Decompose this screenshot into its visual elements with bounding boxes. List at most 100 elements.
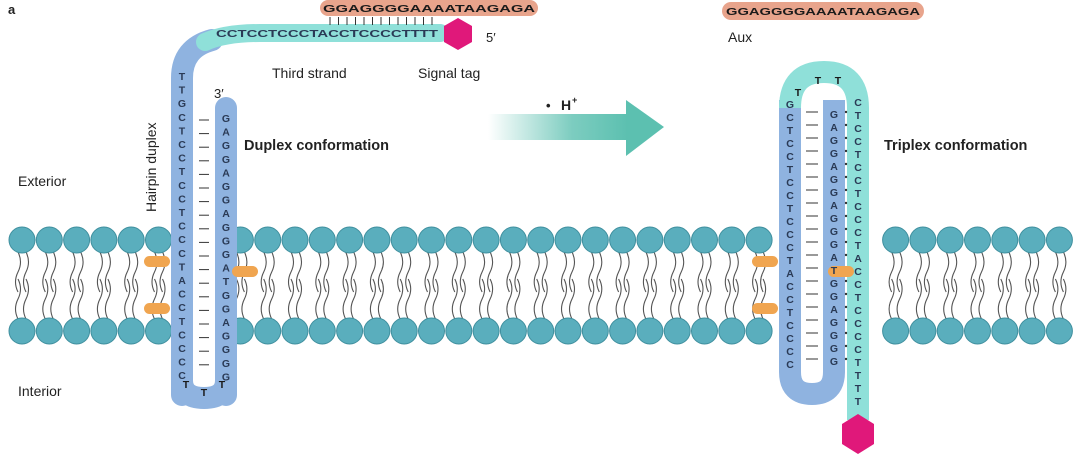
triplex-anchor-right bbox=[828, 266, 854, 277]
lipid-head bbox=[991, 317, 1019, 345]
lipid-tail bbox=[514, 251, 521, 293]
triplex-anchor-left-lower bbox=[752, 303, 778, 314]
lipid-head bbox=[991, 226, 1019, 254]
base-letter: G bbox=[830, 239, 838, 251]
base-letter: C bbox=[854, 318, 862, 330]
lipid-head bbox=[418, 317, 445, 345]
lipid-tail bbox=[997, 251, 1004, 293]
base-letter: G bbox=[830, 291, 838, 303]
duplex-basepair-dashes bbox=[199, 119, 209, 366]
lipid-tail bbox=[923, 278, 930, 320]
lipid-head bbox=[1018, 317, 1046, 345]
base-letter: T bbox=[223, 276, 230, 288]
base-letter: T bbox=[855, 292, 862, 304]
loop-base: T bbox=[201, 387, 208, 399]
lipid-tail bbox=[268, 278, 275, 320]
lipid-head bbox=[336, 317, 364, 345]
lipid-tail bbox=[405, 251, 412, 293]
lipid-tail bbox=[124, 278, 131, 320]
lipid-tail bbox=[1052, 251, 1059, 293]
base-letter: T bbox=[179, 166, 186, 178]
lipid-head bbox=[308, 226, 336, 254]
hoogsteen-dot bbox=[844, 123, 848, 127]
lipid-head bbox=[499, 226, 527, 254]
base-letter: T bbox=[787, 307, 794, 319]
lipid-tail bbox=[970, 251, 977, 293]
base-letter: C bbox=[786, 190, 794, 202]
hairpin-strand-left bbox=[171, 29, 223, 406]
lipid-tail bbox=[615, 251, 622, 293]
anchor-right bbox=[232, 266, 258, 277]
base-letter: A bbox=[830, 304, 838, 316]
base-letter: T bbox=[855, 240, 862, 252]
lipid-tail bbox=[42, 278, 49, 320]
lipid-tail bbox=[22, 251, 30, 293]
lipid-tail bbox=[560, 251, 568, 293]
hoogsteen-dot bbox=[844, 344, 848, 348]
lipid-head bbox=[581, 226, 609, 254]
hoogsteen-dot bbox=[844, 318, 848, 322]
lipid-tail bbox=[1025, 278, 1032, 320]
lipid-tail bbox=[596, 251, 603, 293]
aux-band-top bbox=[320, 0, 538, 16]
three-prime-label: 3′ bbox=[214, 86, 224, 101]
lipid-tail bbox=[1025, 251, 1032, 293]
base-letter: G bbox=[222, 181, 230, 193]
lipid-tail bbox=[888, 278, 895, 320]
lipid-tail bbox=[596, 278, 603, 320]
lipid-head bbox=[35, 226, 63, 254]
hoogsteen-dot bbox=[844, 279, 848, 283]
lipid-tail bbox=[678, 278, 685, 320]
lipid-tail bbox=[642, 278, 649, 320]
lipid-tail bbox=[1052, 278, 1059, 320]
base-letter: C bbox=[178, 302, 186, 314]
base-letter: C bbox=[786, 281, 794, 293]
base-letter: A bbox=[830, 252, 838, 264]
lipid-head bbox=[609, 226, 637, 254]
base-letter: C bbox=[854, 331, 862, 343]
lipid-tail bbox=[287, 251, 295, 293]
base-letter: G bbox=[222, 235, 230, 247]
lipid-head bbox=[581, 317, 609, 345]
lipid-tail bbox=[350, 251, 357, 293]
lipid-tail bbox=[315, 278, 322, 320]
lipid-head bbox=[718, 226, 746, 254]
lipid-tail bbox=[642, 251, 649, 293]
lipid-tail bbox=[568, 278, 576, 320]
base-letter: G bbox=[830, 213, 838, 225]
lipid-tail bbox=[124, 251, 131, 293]
lipid-tail bbox=[541, 278, 548, 320]
lipid-tail bbox=[943, 278, 950, 320]
lipid-tail bbox=[96, 278, 103, 320]
base-letter: C bbox=[854, 123, 862, 135]
lipid-tail bbox=[69, 278, 76, 320]
lipid-tail bbox=[650, 278, 657, 320]
hoogsteen-dot bbox=[844, 188, 848, 192]
base-letter: A bbox=[830, 122, 838, 134]
hoogsteen-dot bbox=[844, 331, 848, 335]
lipid-head bbox=[745, 317, 773, 345]
base-letter: G bbox=[222, 331, 230, 343]
lipid-tail bbox=[50, 278, 57, 320]
lipid-head bbox=[609, 317, 637, 345]
base-letter: C bbox=[786, 112, 794, 124]
lipid-head bbox=[1045, 317, 1073, 345]
duplex-loop-sequence: TTT bbox=[183, 379, 226, 399]
base-letter: T bbox=[855, 396, 862, 408]
lipid-tail bbox=[623, 278, 630, 320]
base-letter: G bbox=[222, 195, 230, 207]
base-letter: C bbox=[786, 229, 794, 241]
lipid-tail bbox=[260, 278, 267, 320]
lipid-tail bbox=[424, 278, 431, 320]
lipid-tail bbox=[951, 251, 958, 293]
third-strand-band bbox=[196, 24, 449, 51]
base-letter: A bbox=[222, 167, 230, 179]
lipid-tail bbox=[732, 251, 739, 293]
lipid-tail bbox=[978, 278, 985, 320]
base-letter: C bbox=[178, 370, 186, 382]
lipid-tail bbox=[1033, 251, 1040, 293]
lipid-tail bbox=[724, 251, 731, 293]
lipid-head bbox=[63, 317, 91, 345]
lipid-head bbox=[281, 226, 309, 254]
base-letter: C bbox=[854, 266, 862, 278]
